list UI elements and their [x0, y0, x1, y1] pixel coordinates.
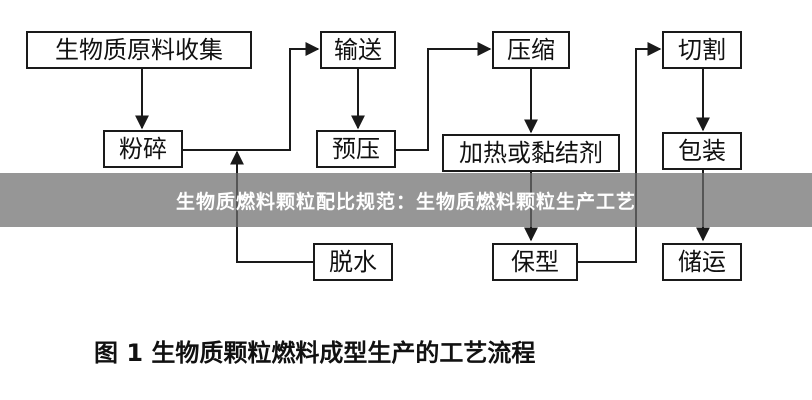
- edge-shape-to-cut: [578, 42, 662, 263]
- node-crush: 粉碎: [103, 130, 183, 168]
- node-raw-collection: 生物质原料收集: [26, 31, 252, 69]
- banner-title: 生物质燃料颗粒配比规范：生物质燃料颗粒生产工艺: [175, 190, 636, 213]
- edge-precompress-to-compress: [396, 42, 492, 151]
- node-compress: 压缩: [492, 31, 570, 69]
- node-precompress: 预压: [316, 130, 396, 168]
- node-cut: 切割: [662, 31, 742, 69]
- node-dewater: 脱水: [313, 243, 393, 281]
- node-store-ship: 储运: [662, 243, 742, 281]
- title-banner: 生物质燃料颗粒配比规范：生物质燃料颗粒生产工艺: [0, 173, 812, 227]
- node-package: 包装: [662, 132, 742, 170]
- edge-crush-to-transport: [183, 42, 320, 151]
- node-shape-retain: 保型: [492, 243, 578, 281]
- figure-caption: 图 1 生物质颗粒燃料成型生产的工艺流程: [94, 339, 536, 367]
- node-transport: 输送: [320, 31, 396, 69]
- node-heat-or-binder: 加热或黏结剂: [442, 134, 620, 172]
